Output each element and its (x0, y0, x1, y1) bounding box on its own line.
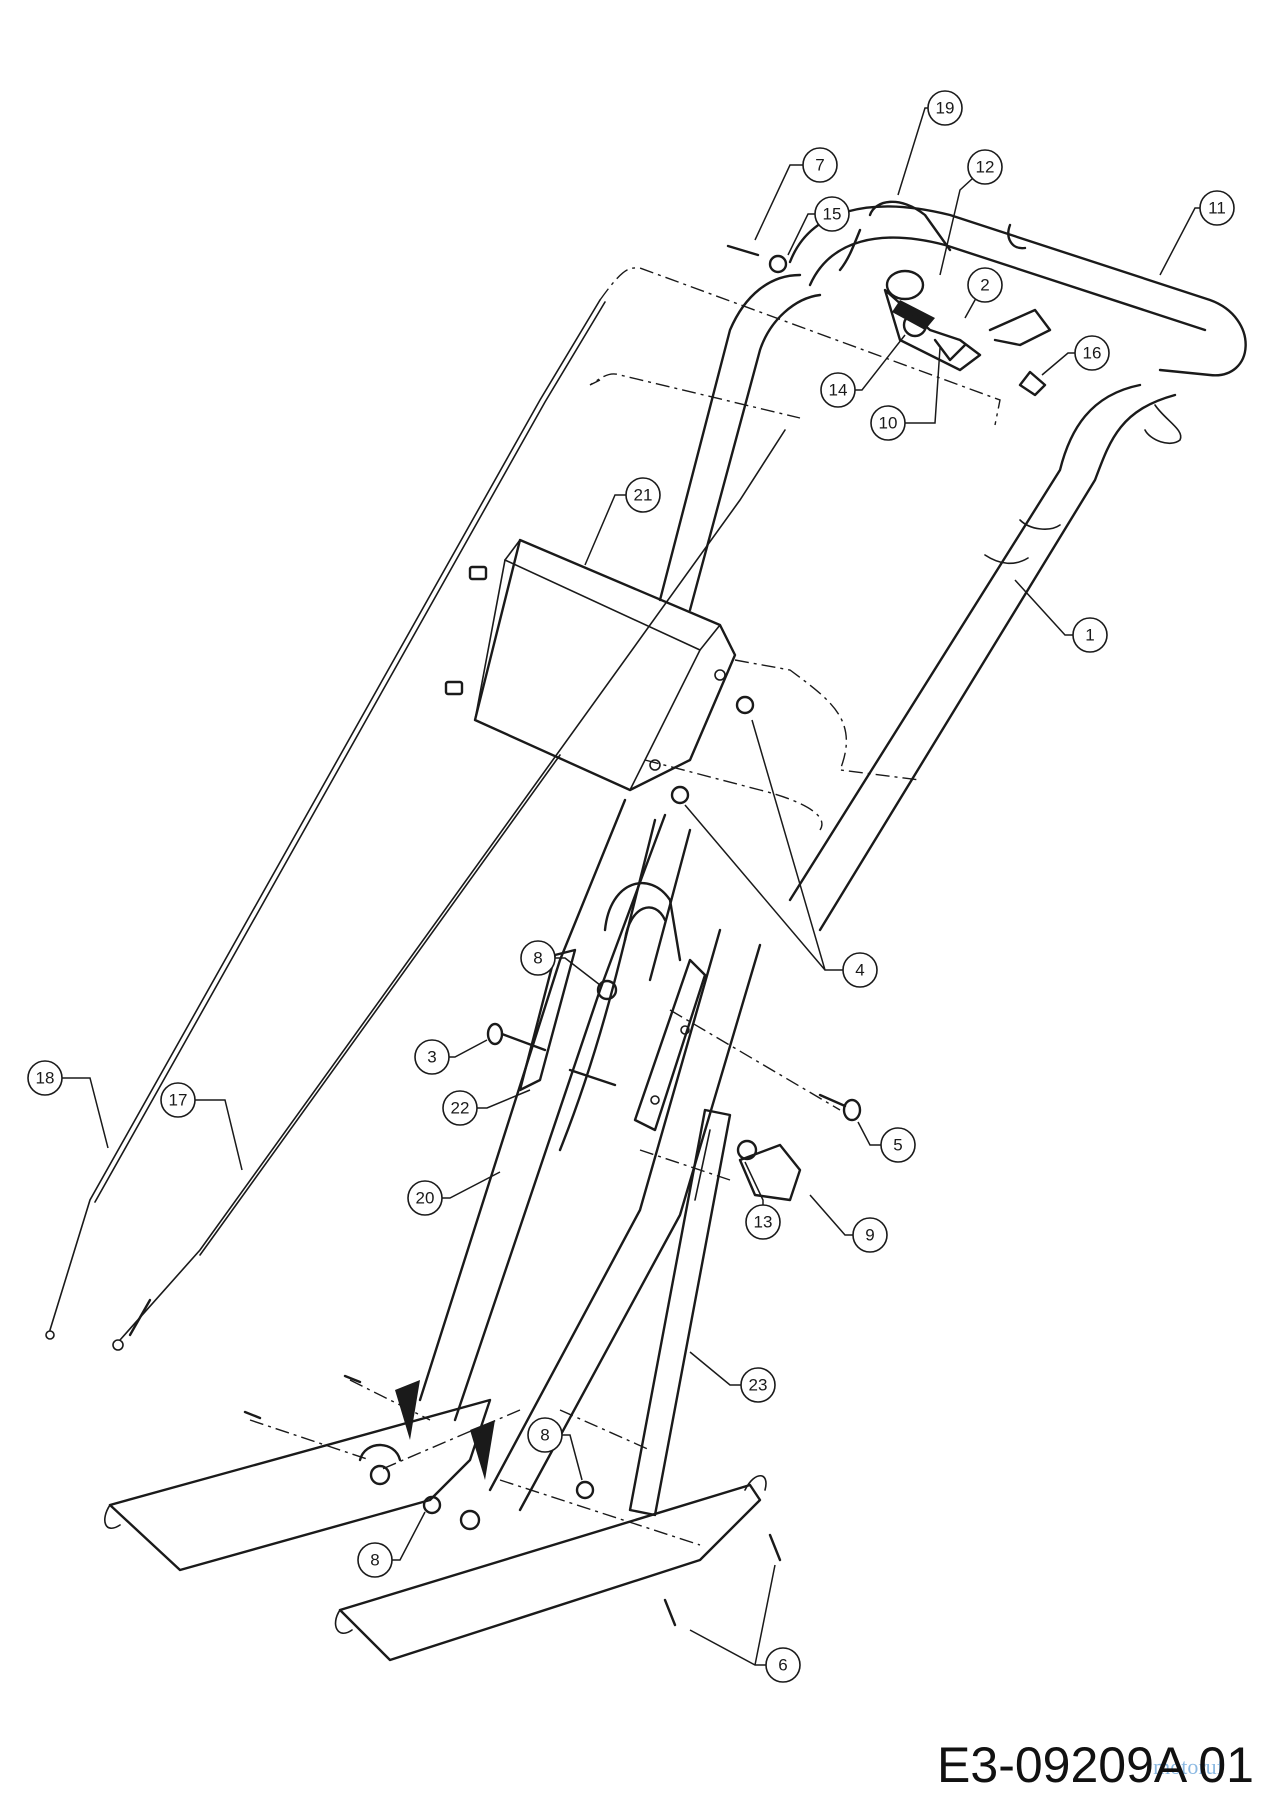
callout-21: 21 (584, 477, 661, 566)
svg-text:18: 18 (36, 1069, 55, 1088)
svg-text:8: 8 (540, 1426, 549, 1445)
callout-3: 3 (414, 1039, 488, 1075)
routing-lines (249, 267, 1001, 1546)
callout-23: 23 (689, 1351, 776, 1403)
svg-text:8: 8 (533, 949, 542, 968)
callout-16: 16 (1041, 335, 1110, 376)
callout-15: 15 (787, 196, 850, 256)
svg-text:3: 3 (427, 1048, 436, 1067)
svg-text:16: 16 (1083, 344, 1102, 363)
callout-12: 12 (939, 149, 1003, 276)
svg-text:10: 10 (879, 414, 898, 433)
upper-handle (788, 205, 1247, 932)
callout-10: 10 (870, 347, 941, 441)
callout-9: 9 (809, 1194, 888, 1253)
diagram-code: E3-09209A 01 (937, 1737, 1254, 1793)
callout-11: 11 (1159, 190, 1235, 276)
svg-text:17: 17 (169, 1091, 188, 1110)
svg-text:11: 11 (1208, 199, 1226, 218)
lower-frame-20 (358, 798, 762, 1531)
svg-text:2: 2 (980, 276, 989, 295)
callout-4: 4 (684, 719, 878, 988)
cable-17 (112, 429, 786, 1351)
callout-17: 17 (160, 1082, 243, 1171)
callout-20: 20 (407, 1171, 501, 1216)
callout-5: 5 (857, 1121, 916, 1163)
hardware (243, 244, 1047, 1627)
base-plates (104, 1398, 767, 1662)
svg-text:5: 5 (893, 1136, 902, 1155)
svg-text:20: 20 (416, 1189, 435, 1208)
callout-1: 1 (1014, 579, 1108, 653)
bracket-22 (518, 948, 707, 1132)
cable-18 (45, 299, 606, 1340)
callout-18: 18 (27, 1060, 109, 1149)
svg-text:15: 15 (823, 205, 842, 224)
callout-22: 22 (442, 1089, 531, 1126)
svg-text:8: 8 (370, 1551, 379, 1570)
svg-text:23: 23 (749, 1376, 768, 1395)
svg-text:13: 13 (754, 1213, 773, 1232)
svg-text:12: 12 (976, 158, 995, 177)
svg-text:19: 19 (936, 99, 955, 118)
adjust-rod-23 (628, 1108, 732, 1517)
callout-8-right: 8 (527, 1417, 583, 1481)
svg-text:1: 1 (1085, 626, 1094, 645)
svg-text:7: 7 (815, 156, 824, 175)
svg-text:21: 21 (634, 486, 653, 505)
watermark: motoruf (1153, 1754, 1224, 1779)
callout-19: 19 (897, 90, 963, 196)
callout-2: 2 (964, 267, 1003, 319)
svg-text:6: 6 (778, 1656, 787, 1675)
callout-7: 7 (754, 147, 838, 241)
lever-assembly (838, 200, 1052, 372)
svg-text:4: 4 (855, 961, 864, 980)
callout-14: 14 (820, 334, 906, 408)
control-panel-21 (473, 538, 737, 792)
handle-left-tube (558, 273, 822, 1152)
callout-8-lower: 8 (357, 1511, 426, 1578)
callout-13: 13 (744, 1161, 781, 1240)
svg-text:9: 9 (865, 1226, 874, 1245)
callout-6: 6 (689, 1564, 801, 1683)
svg-text:14: 14 (829, 381, 848, 400)
callout-8-upper: 8 (520, 940, 601, 986)
svg-text:22: 22 (451, 1099, 470, 1118)
